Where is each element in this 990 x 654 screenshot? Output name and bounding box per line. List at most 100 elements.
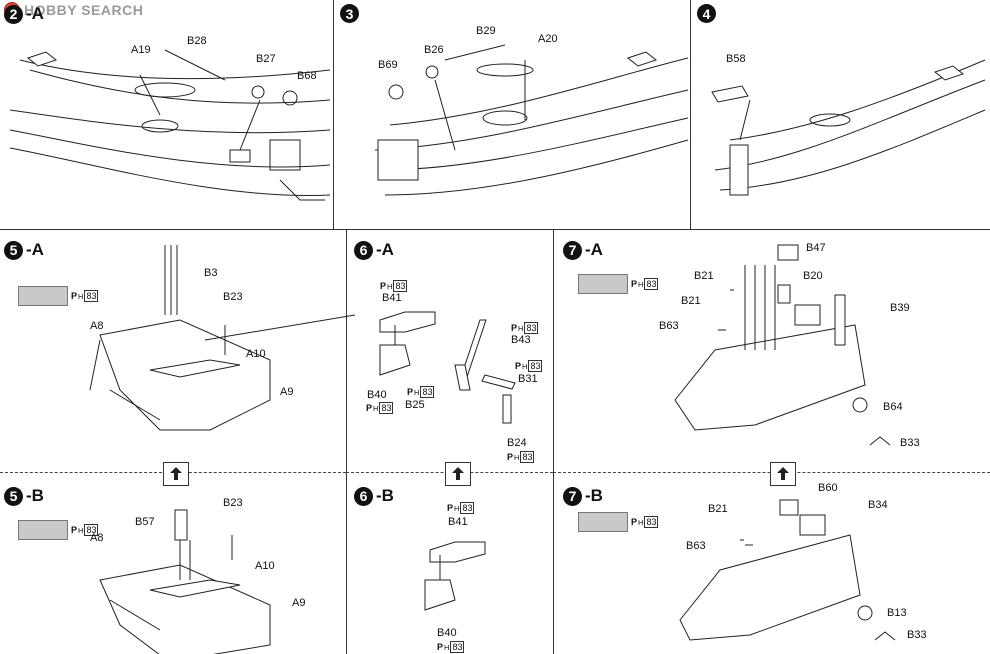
part-label: B26 [424, 44, 444, 56]
step-number: 7 [563, 240, 582, 260]
part-label: B23 [223, 291, 243, 303]
step-3-header: 3 [340, 4, 359, 23]
part-label: B21 [681, 295, 701, 307]
part-label: B28 [187, 35, 207, 47]
part-label: B21 [708, 503, 728, 515]
gun-drawing-6a [379, 311, 516, 424]
step-suffix: -A [376, 240, 394, 259]
part-label: A8 [90, 320, 104, 332]
paint-color-swatch [18, 520, 68, 540]
part-label: B21 [694, 270, 714, 282]
fuselage-drawing-7a [674, 244, 891, 446]
rotate-arrow-icon [170, 467, 182, 480]
paint-color-swatch [18, 286, 68, 306]
part-label: B34 [868, 499, 888, 511]
part-label: B23 [223, 497, 243, 509]
step-suffix: -A [585, 240, 603, 259]
part-label: B57 [135, 516, 155, 528]
step-6a-header: 6 -A [354, 240, 394, 260]
part-label: B41 [448, 516, 468, 528]
part-label: B25 [405, 399, 425, 411]
step-number: 2 [4, 4, 23, 24]
step-4-header: 4 [697, 4, 716, 23]
part-label: B39 [890, 302, 910, 314]
part-label: A19 [131, 44, 151, 56]
part-label: B40 [367, 389, 387, 401]
rotate-model-icon [770, 462, 796, 486]
part-label: B43 [511, 334, 531, 346]
gun-drawing-6b [424, 541, 486, 611]
part-label: A10 [246, 348, 266, 360]
part-label: B68 [297, 70, 317, 82]
step-2a-header: 2 -A [4, 4, 44, 24]
step-7b-header: 7 -B [563, 486, 603, 506]
step-7a-header: 7 -A [563, 240, 603, 260]
step-number: 7 [563, 486, 582, 506]
top-divider-1 [333, 0, 334, 229]
step-number: 6 [354, 486, 373, 506]
part-label: B58 [726, 53, 746, 65]
part-label: B29 [476, 25, 496, 37]
step-suffix: -A [26, 240, 44, 259]
part-label: B64 [883, 401, 903, 413]
fuselage-drawing-5b [99, 509, 271, 654]
part-label: A9 [280, 386, 294, 398]
part-label: B60 [818, 482, 838, 494]
fuselage-drawing-7b [679, 499, 896, 641]
part-label: B47 [806, 242, 826, 254]
part-label: A10 [255, 560, 275, 572]
step-suffix: -A [26, 4, 44, 23]
part-label: B63 [686, 540, 706, 552]
step-suffix: -B [585, 486, 603, 505]
part-label: A9 [292, 597, 306, 609]
part-label: B33 [907, 629, 927, 641]
step-6b-header: 6 -B [354, 486, 394, 506]
paint-color-swatch [578, 512, 628, 532]
part-label: B63 [659, 320, 679, 332]
hull-drawing-4 [711, 59, 986, 196]
part-label: B20 [803, 270, 823, 282]
top-divider-2 [690, 0, 691, 229]
part-label: A8 [90, 532, 104, 544]
hull-drawing-3 [374, 44, 689, 196]
rotate-model-icon [163, 462, 189, 486]
hull-drawing-2a [9, 49, 331, 201]
step-5a-header: 5 -A [4, 240, 44, 260]
paint-color-swatch [578, 274, 628, 294]
step-number: 5 [4, 240, 23, 260]
part-label: B13 [887, 607, 907, 619]
part-label: A20 [538, 33, 558, 45]
step-number: 3 [340, 4, 359, 23]
rotate-model-icon [445, 462, 471, 486]
step-number: 4 [697, 4, 716, 23]
part-label: B24 [507, 437, 527, 449]
rotate-arrow-icon [777, 467, 789, 480]
part-label: B69 [378, 59, 398, 71]
bottom-divider-1 [346, 229, 347, 654]
bottom-divider-2 [553, 229, 554, 654]
step-number: 5 [4, 486, 23, 506]
fuselage-drawing-5a [89, 245, 356, 431]
watermark-brand: HOBBY SEARCH [24, 2, 144, 18]
part-label: B33 [900, 437, 920, 449]
part-label: B31 [518, 373, 538, 385]
step-number: 6 [354, 240, 373, 260]
part-label: B3 [204, 267, 218, 279]
part-label: B41 [382, 292, 402, 304]
step-5b-header: 5 -B [4, 486, 44, 506]
